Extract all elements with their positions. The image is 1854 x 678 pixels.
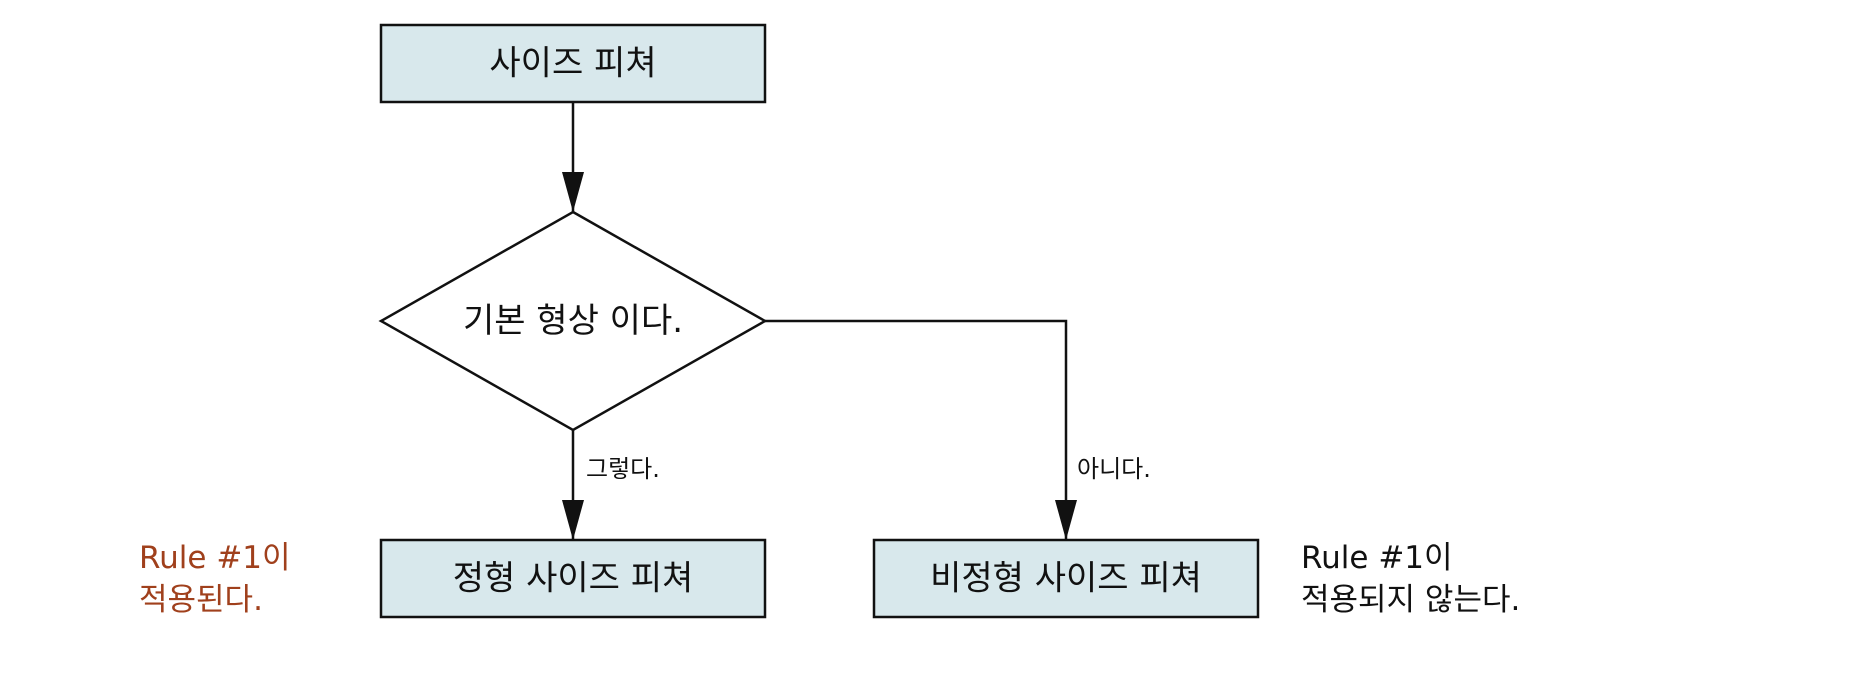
arrow-decision-to-irregular	[1055, 500, 1077, 540]
irregular-node-label: 비정형 사이즈 피쳐	[930, 559, 1202, 599]
note-right-line2: 적용되지 않는다.	[1301, 582, 1520, 618]
branch-yes-label: 그렇다.	[586, 455, 660, 483]
regular-node-label: 정형 사이즈 피쳐	[453, 559, 694, 599]
irregular-node: 비정형 사이즈 피쳐	[872, 538, 1260, 619]
note-right-line1: Rule #1이	[1301, 540, 1453, 576]
regular-node: 정형 사이즈 피쳐	[379, 538, 767, 619]
regular-box	[379, 538, 767, 619]
connector-decision-to-irregular	[765, 319, 1068, 540]
note-left-line2: 적용된다.	[139, 582, 263, 618]
branch-no-label: 아니다.	[1077, 455, 1151, 483]
start-node: 사이즈 피쳐	[379, 23, 767, 104]
note-left-line1: Rule #1이	[139, 540, 291, 576]
note-rule-applies: Rule #1이 적용된다.	[139, 540, 291, 618]
decision-node: 기본 형상 이다.	[378, 210, 768, 432]
irregular-box	[872, 538, 1260, 619]
decision-diamond	[378, 210, 768, 432]
decision-node-label: 기본 형상 이다.	[463, 301, 683, 341]
note-rule-not-applies: Rule #1이 적용되지 않는다.	[1301, 540, 1520, 618]
start-box	[379, 23, 767, 104]
arrow-decision-to-regular	[562, 500, 584, 540]
start-node-label: 사이즈 피쳐	[489, 44, 656, 84]
arrow-start-to-decision	[562, 172, 584, 212]
